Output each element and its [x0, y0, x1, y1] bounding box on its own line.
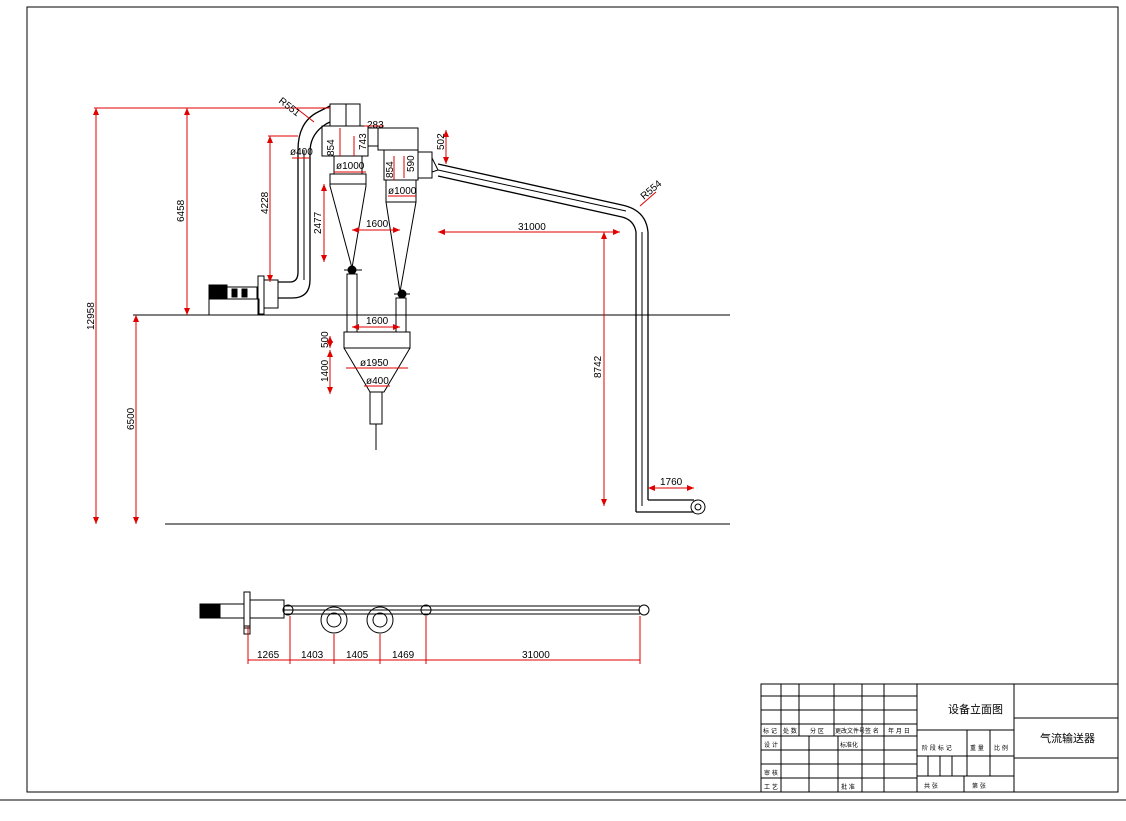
dim-pipe-dia: ø400 [290, 147, 313, 158]
tb-sheet-no: 第 张 [972, 782, 986, 790]
plan-dimension-lines [247, 616, 641, 664]
tb-sign: 签 名 [865, 727, 879, 735]
dim-upper-height: 6458 [176, 199, 187, 222]
drawing-frame [26, 6, 1119, 793]
tb-weight: 重 量 [970, 744, 984, 752]
dim-cone-height: 2477 [313, 211, 324, 234]
blower-unit [208, 275, 279, 316]
dim-cyclone-dia2: ø1000 [388, 186, 417, 197]
elevation-view: 12958 6458 6500 4228 R551 ø400 854 743 2… [86, 96, 730, 525]
tb-zone: 分 区 [810, 727, 824, 735]
dim-hopper-outlet: ø400 [366, 376, 389, 387]
dim-pipe-rise: 4228 [260, 191, 271, 214]
dim-cyclone2-top2: 590 [406, 155, 417, 172]
dim-cyclone1-top2: 743 [358, 133, 369, 150]
dim-spacing-bottom: 1600 [366, 316, 389, 327]
tb-total-sheets: 共 张 [924, 782, 938, 790]
dim-inlet-gap: 283 [367, 120, 384, 131]
tb-standard: 标准化 [840, 741, 858, 749]
product-name: 气流输送器 [1040, 731, 1095, 745]
right-pipe [635, 232, 706, 515]
dim-lower-height: 6500 [126, 407, 137, 430]
plan-dim-2: 1403 [301, 650, 324, 661]
elevation-dimension-lines [93, 107, 694, 524]
dim-bend-radius-right: R554 [639, 178, 665, 202]
tb-date: 年 月 日 [888, 727, 910, 735]
title-block [760, 683, 1119, 793]
dim-total-height: 12958 [86, 302, 97, 330]
dim-hopper-top: 500 [320, 331, 331, 348]
tb-process: 工 艺 [764, 783, 778, 791]
dim-inlet-height: 502 [436, 133, 447, 150]
plan-dim-4: 1469 [392, 650, 415, 661]
inclined-pipe [437, 163, 649, 233]
drawing-title: 设备立面图 [948, 702, 1003, 716]
dim-cyclone-dia1: ø1000 [336, 161, 365, 172]
plan-dim-1: 1265 [257, 650, 280, 661]
tb-count: 处 数 [783, 727, 797, 735]
tb-scale: 比 例 [994, 744, 1008, 752]
tb-review: 审 核 [764, 769, 778, 777]
cyclone-1 [321, 104, 379, 333]
dim-hopper-dia: ø1950 [360, 358, 389, 369]
dim-cyclone2-top: 854 [385, 161, 396, 178]
dim-horizontal-run: 31000 [518, 222, 546, 233]
tb-approve: 批 准 [841, 783, 855, 791]
plan-dim-3: 1405 [346, 650, 369, 661]
hopper [343, 331, 411, 450]
plan-dim-5: 31000 [522, 650, 550, 661]
tb-change-doc: 更改文件号 [835, 727, 865, 735]
dim-spacing-top: 1600 [366, 219, 389, 230]
dim-vertical-run: 8742 [593, 355, 604, 378]
tb-design: 设 计 [764, 741, 778, 749]
plan-view [199, 591, 650, 635]
dim-cyclone1-top: 854 [326, 139, 337, 156]
tb-mark: 标 记 [763, 727, 777, 735]
dim-hopper-cone: 1400 [320, 359, 331, 382]
dim-bottom-run: 1760 [660, 477, 683, 488]
tb-stage-mark: 阶 段 标 记 [922, 744, 952, 752]
